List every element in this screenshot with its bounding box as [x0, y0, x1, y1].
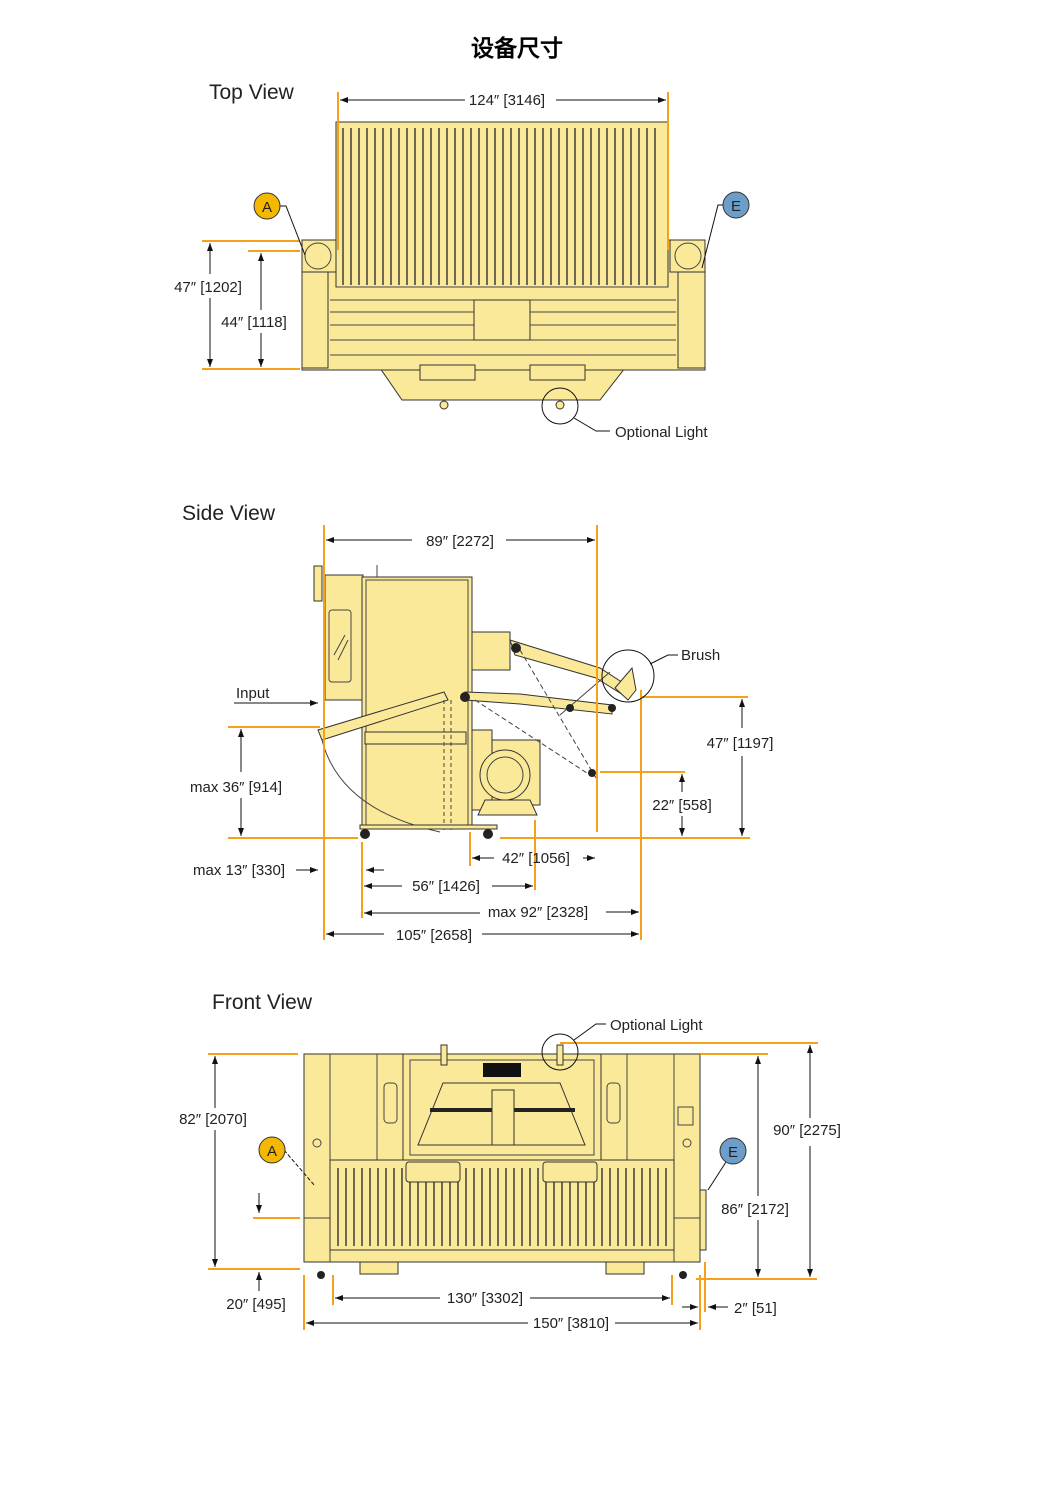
top-optional-light-label: Optional Light	[615, 424, 708, 441]
front-callout-a-label: A	[267, 1143, 277, 1160]
side-view-machine	[313, 565, 637, 839]
top-view: Top View	[174, 81, 750, 441]
front-view-heading: Front View	[212, 991, 313, 1014]
callout-e-label: E	[731, 198, 741, 215]
front-view: Front View	[179, 991, 841, 1332]
input-height-label: max 36″ [914]	[190, 779, 282, 796]
callout-a-badge	[253, 192, 281, 220]
front-optional-light-circle	[541, 1033, 579, 1071]
brush-circle	[601, 649, 655, 703]
height-20-label: 20″ [495]	[226, 1296, 286, 1313]
offset-label: 2″ [51]	[734, 1300, 777, 1317]
callout-a-label: A	[262, 199, 272, 216]
input-overhang-label: max 13″ [330]	[193, 862, 285, 879]
rear-dim-label: 42″ [1056]	[502, 850, 570, 867]
top-view-machine	[301, 121, 706, 410]
front-view-machine	[303, 1044, 707, 1279]
optional-light-circle	[541, 387, 579, 425]
height-82-label: 82″ [2070]	[179, 1111, 247, 1128]
front-optional-light-label: Optional Light	[610, 1017, 703, 1034]
top-depth-outer-label: 47″ [1202]	[174, 279, 242, 296]
page-title: 设备尺寸	[471, 35, 563, 61]
width-inner-label: 130″ [3302]	[447, 1290, 523, 1307]
input-label: Input	[236, 685, 270, 702]
cabinet-dim-label: 56″ [1426]	[412, 878, 480, 895]
top-view-heading: Top View	[209, 81, 295, 104]
max-depth-label: max 92″ [2328]	[488, 904, 588, 921]
width-overall-label: 150″ [3810]	[533, 1315, 609, 1332]
brush-low-height-label: 22″ [558]	[652, 797, 712, 814]
height-86-label: 86″ [2172]	[721, 1201, 789, 1218]
side-depth-label: 89″ [2272]	[426, 533, 494, 550]
height-90-label: 90″ [2275]	[773, 1122, 841, 1139]
top-grille	[342, 128, 656, 285]
callout-e-badge	[722, 191, 750, 219]
front-callout-e-label: E	[728, 1144, 738, 1161]
top-depth-inner-label: 44″ [1118]	[221, 314, 287, 331]
top-width-label: 124″ [3146]	[469, 92, 545, 109]
side-view: Side View	[182, 502, 773, 944]
front-callout-e-badge	[719, 1137, 747, 1165]
overall-depth-label: 105″ [2658]	[396, 927, 472, 944]
brush-label: Brush	[681, 647, 720, 664]
brush-height-label: 47″ [1197]	[707, 735, 774, 752]
front-callout-a-badge	[258, 1136, 286, 1164]
side-view-heading: Side View	[182, 502, 276, 525]
